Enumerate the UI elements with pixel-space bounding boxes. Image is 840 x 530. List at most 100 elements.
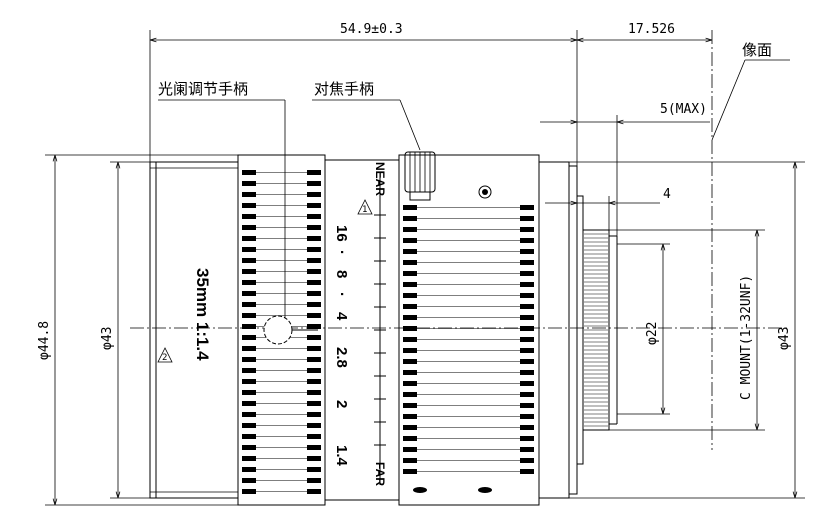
grip-rib (242, 368, 256, 373)
grip-rib (242, 445, 256, 450)
grip-rib (242, 258, 256, 263)
grip-rib (307, 214, 321, 219)
grip-rib (242, 467, 256, 472)
svg-text:2: 2 (162, 353, 167, 363)
grip-rib (403, 216, 417, 221)
dim-mount-protrusion: 5(MAX) (540, 102, 710, 236)
grip-rib (520, 271, 534, 276)
grip-rib (242, 478, 256, 483)
overall-length-label: 54.9±0.3 (340, 22, 403, 37)
grip-rib (403, 293, 417, 298)
dim-thread-length: 4 (545, 187, 671, 230)
grip-rib (242, 236, 256, 241)
grip-rib (520, 348, 534, 353)
grip-rib (307, 478, 321, 483)
dim-overall-length: 54.9±0.3 (149, 22, 578, 166)
grip-rib (520, 447, 534, 452)
aperture-label: · (333, 250, 350, 255)
grip-rib (403, 249, 417, 254)
grip-rib (307, 390, 321, 395)
grip-rib (403, 227, 417, 232)
grip-rib (520, 216, 534, 221)
dim-rear-diameter: φ43 (569, 161, 805, 499)
grip-rib (403, 238, 417, 243)
grip-rib (307, 434, 321, 439)
grip-rib (403, 469, 417, 474)
grip-rib (403, 403, 417, 408)
iris-handle-label: 光阑调节手柄 (158, 80, 248, 98)
grip-rib (520, 227, 534, 232)
grip-rib (307, 258, 321, 263)
grip-rib (403, 359, 417, 364)
grip-rib (307, 269, 321, 274)
dim-body-diameter: φ43 (100, 161, 150, 499)
grip-rib (520, 326, 534, 331)
grip-rib (307, 225, 321, 230)
grip-rib (307, 456, 321, 461)
grip-rib (242, 192, 256, 197)
mount-protrusion-label: 5(MAX) (660, 102, 707, 117)
grip-rib (520, 304, 534, 309)
grip-rib (520, 238, 534, 243)
grip-rib (242, 291, 256, 296)
thread-length-label: 4 (663, 187, 671, 202)
grip-rib (242, 357, 256, 362)
grip-rib (520, 205, 534, 210)
grip-rib (520, 337, 534, 342)
grip-rib (242, 390, 256, 395)
grip-rib (307, 280, 321, 285)
focus-ring (398, 154, 540, 506)
grip-rib (520, 260, 534, 265)
grip-rib (307, 335, 321, 340)
c-mount-thread (582, 229, 618, 431)
model-label: 35mm 1:1.4 (193, 268, 212, 361)
grip-rib (307, 379, 321, 384)
grip-rib (242, 489, 256, 494)
grip-rib (520, 469, 534, 474)
grip-rib (403, 315, 417, 320)
grip-rib (242, 280, 256, 285)
focus-handle-knob (404, 151, 436, 201)
grip-rib (520, 370, 534, 375)
aperture-label: 4 (333, 312, 350, 321)
grip-rib (307, 313, 321, 318)
grip-rib (242, 456, 256, 461)
grip-rib (242, 379, 256, 384)
marker-triangle-1: 1 (357, 199, 373, 215)
grip-rib (403, 370, 417, 375)
grip-rib (242, 434, 256, 439)
grip-rib (403, 304, 417, 309)
body-diameter-label: φ43 (100, 327, 115, 350)
grip-rib (403, 381, 417, 386)
dim-mount-spec: C MOUNT(1-32UNF) (609, 229, 765, 431)
flange-distance-label: 17.526 (628, 22, 675, 37)
grip-rib (520, 315, 534, 320)
aperture-label: 8 (333, 270, 350, 278)
grip-rib (403, 436, 417, 441)
grip-rib (307, 346, 321, 351)
grip-rib (307, 247, 321, 252)
grip-rib (242, 247, 256, 252)
grip-rib (307, 291, 321, 296)
grip-rib (242, 269, 256, 274)
aperture-label: · (333, 292, 350, 297)
grip-rib (307, 324, 321, 329)
grip-rib (242, 324, 256, 329)
grip-rib (307, 192, 321, 197)
inner-diameter-label: φ22 (645, 322, 660, 345)
grip-rib (307, 423, 321, 428)
grip-rib (520, 282, 534, 287)
grip-rib (403, 326, 417, 331)
grip-rib (242, 412, 256, 417)
grip-rib (307, 489, 321, 494)
grip-rib (520, 425, 534, 430)
image-plane-callout: 像面 (711, 41, 790, 141)
grip-rib (520, 293, 534, 298)
mount-spec-label: C MOUNT(1-32UNF) (739, 275, 754, 400)
grip-rib (242, 346, 256, 351)
grip-rib (520, 381, 534, 386)
grip-rib (403, 392, 417, 397)
grip-rib (520, 436, 534, 441)
dim-inner-diameter: φ22 (617, 243, 670, 415)
